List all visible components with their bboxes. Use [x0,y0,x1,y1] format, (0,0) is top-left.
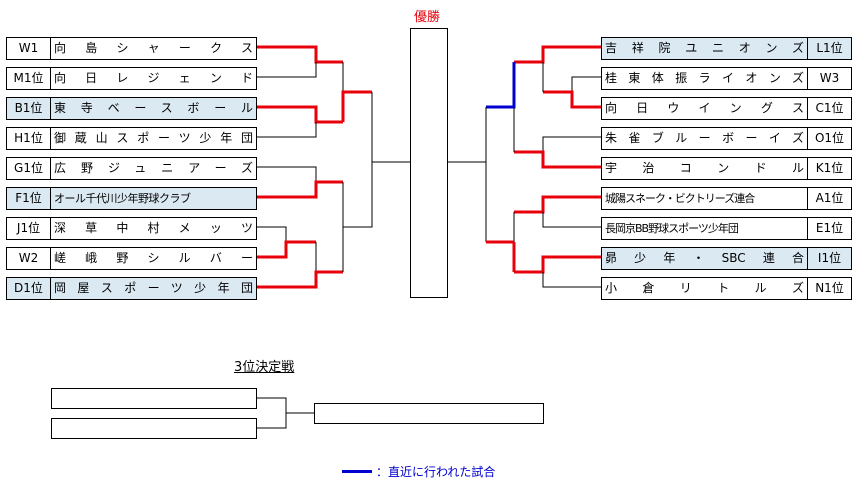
third-place-winner-slot [314,403,544,424]
legend-text: ：直近に行われた試合 [376,465,496,479]
third-place-bottom [257,413,287,429]
third-place-title: 3位決定戦 [234,360,295,375]
right-r3-top [448,107,487,163]
left-seed-7: J1位 [6,217,51,240]
left-r3-top [371,92,410,163]
left-team-6: オール千代川少年野球クラブ [50,187,257,210]
right-team-6: 城陽スネーク・ビクトリーズ連合 [601,187,808,210]
right-seed-2: W3 [807,67,852,90]
right-r1-n1 [542,272,601,288]
left-r1-g1 [257,166,317,182]
left-seed-2: M1位 [6,67,51,90]
right-r1-a1 [514,195,601,214]
right-team-7: 長岡京BB野球スポーツ少年団 [601,217,808,240]
left-r1-b1 [257,105,343,124]
right-seed-5: K1位 [807,157,852,180]
left-r1-m1 [257,62,317,78]
left-team-4: 御蔵山スポーツ少年団 [50,127,257,150]
left-r2-bottom-join [343,162,373,228]
left-team-1: 向島シャークス [50,37,257,60]
left-team-3: 東寺ベースボール [50,97,257,120]
left-seed-8: W2 [6,247,51,270]
left-r2-b1 [341,90,372,122]
left-team-5: 広野ジュニアーズ [50,157,257,180]
left-seed-4: H1位 [6,127,51,150]
right-team-8: 昴少年・SBC連合 [601,247,808,270]
left-team-8: 嵯峨野シルバー [50,247,257,270]
left-team-9: 岡屋スポーツ少年団 [50,277,257,300]
right-r0-w3 [571,76,601,92]
right-team-5: 宇治コンドル [601,157,808,180]
right-seed-6: A1位 [807,187,852,210]
right-r2-lower [486,212,515,243]
right-seed-1: L1位 [807,37,852,60]
right-r1-o1 [542,136,601,152]
right-team-3: 向日ウイングス [601,97,808,120]
left-r0-j1 [257,226,287,242]
left-r1-h1 [257,122,317,138]
left-seed-1: W1 [6,37,51,60]
left-r1-d1 [257,270,343,289]
right-team-1: 吉祥院ユニオンズ [601,37,808,60]
third-place-slot-2 [51,418,257,439]
right-seed-4: O1位 [807,127,852,150]
right-r0-c1 [543,90,601,109]
left-r2-top [342,62,372,93]
right-seed-7: E1位 [807,217,852,240]
right-team-2: 桂東体振ライオンズ [601,67,808,90]
right-r1-i1 [514,255,601,274]
left-r1-f1 [257,180,343,199]
right-seed-9: N1位 [807,277,852,300]
right-r1-k1 [514,150,601,169]
right-r1-e1 [542,212,601,228]
left-seed-3: B1位 [6,97,51,120]
right-seed-8: I1位 [807,247,852,270]
champion-box [410,28,448,298]
right-team-9: 小倉リトルズ [601,277,808,300]
left-team-2: 向日レジェンド [50,67,257,90]
right-team-4: 朱雀ブルーボーイズ [601,127,808,150]
left-seed-5: G1位 [6,157,51,180]
right-r2-l1 [486,62,516,109]
championship-title: 優勝 [414,10,441,25]
right-seed-3: C1位 [807,97,852,120]
left-r1-w1 [257,45,343,64]
legend-recent-line [342,470,372,473]
third-place-slot-1 [51,388,257,409]
left-r0-w2 [257,240,316,259]
right-r1-l1 [514,45,601,64]
third-place-top [257,397,314,414]
left-seed-6: F1位 [6,187,51,210]
left-seed-9: D1位 [6,277,51,300]
left-team-7: 深草中村メッツ [50,217,257,240]
